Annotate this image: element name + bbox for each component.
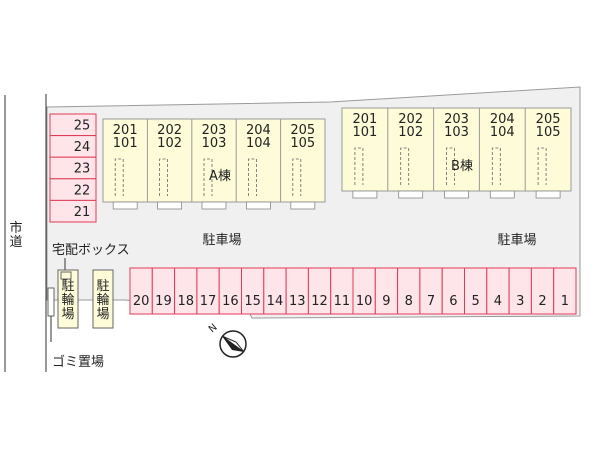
parking-space-number: 12: [311, 294, 328, 309]
unit-number-upper: 205: [536, 112, 561, 127]
north-arrow-icon: N: [207, 322, 247, 358]
stair-outline: [537, 147, 547, 185]
parking-space-number: 2: [538, 294, 546, 309]
unit-number-lower: 103: [444, 125, 469, 140]
parking-space: [553, 267, 577, 315]
entrance-step: [112, 201, 138, 210]
parking-space-number: 19: [155, 294, 172, 309]
garbage-label: ゴミ置場: [52, 354, 104, 370]
unit-number-lower: 105: [290, 136, 315, 151]
building-name: A棟: [209, 169, 231, 184]
unit-number-lower: 105: [536, 125, 561, 140]
entrance-step: [444, 190, 469, 199]
entrance-step: [290, 201, 316, 210]
stair-outline: [400, 147, 410, 185]
stair-outline: [114, 158, 124, 196]
stair-outline: [203, 158, 213, 196]
parking-label-right: 駐車場: [497, 233, 536, 248]
parking-space-number: 16: [222, 294, 239, 309]
svg-text:N: N: [207, 322, 220, 335]
entrance-step: [352, 190, 378, 199]
delivery-box-mark: [60, 271, 72, 280]
parking-space-number: 9: [382, 294, 390, 309]
unit-number-upper: 204: [246, 123, 271, 138]
entrance-step: [535, 190, 561, 199]
unit-number-upper: 203: [444, 112, 469, 127]
parking-space-number: 20: [133, 294, 150, 309]
bike-parking-right: [92, 269, 114, 329]
garbage-area: [47, 287, 55, 317]
building-outline: [102, 118, 326, 203]
parking-space-number: 14: [267, 294, 284, 309]
parking-space-number: 3: [516, 294, 524, 309]
parking-space-number: 18: [177, 294, 194, 309]
unit-number-upper: 202: [157, 123, 182, 138]
parking-space-number: 15: [244, 294, 261, 309]
entrance-step: [398, 190, 424, 199]
parking-space: [49, 199, 97, 223]
road-label: 市道: [9, 220, 22, 250]
unit-number-upper: 204: [490, 112, 515, 127]
bike-parking-right-label: 駐輪場: [96, 279, 109, 322]
unit-number-lower: 104: [246, 136, 271, 151]
parking-space-number: 13: [289, 294, 306, 309]
parking-space-number: 24: [74, 140, 91, 155]
unit-number-lower: 102: [157, 136, 182, 151]
parking-space-number: 8: [405, 294, 413, 309]
unit-number-lower: 101: [113, 136, 138, 151]
unit-number-lower: 104: [490, 125, 515, 140]
bike-parking-left-label: 駐輪場: [61, 279, 74, 322]
unit-number-upper: 201: [113, 123, 138, 138]
parking-space-number: 25: [74, 119, 91, 134]
entrance-step: [157, 201, 183, 210]
unit-number-upper: 203: [202, 123, 227, 138]
stair-outline: [491, 147, 501, 185]
parking-space-number: 1: [561, 294, 569, 309]
unit-number-lower: 103: [202, 136, 227, 151]
parking-space-number: 7: [427, 294, 435, 309]
entrance-step: [201, 201, 227, 210]
parking-space-number: 21: [74, 205, 91, 220]
delivery-box-label: 宅配ボックス: [52, 243, 130, 258]
stair-outline: [159, 158, 168, 196]
entrance-step: [245, 201, 271, 210]
parking-space-number: 4: [494, 294, 502, 309]
stair-outline: [354, 147, 364, 185]
parking-space-number: 6: [449, 294, 457, 309]
stair-outline: [292, 158, 302, 196]
parking-label-left: 駐車場: [202, 233, 241, 248]
unit-number-lower: 101: [352, 125, 377, 140]
parking-space-number: 17: [200, 294, 217, 309]
entrance-step: [489, 190, 515, 199]
parking-space-number: 11: [334, 294, 351, 309]
building-outline: [341, 107, 572, 192]
parking-space-number: 10: [356, 294, 373, 309]
unit-number-upper: 205: [290, 123, 315, 138]
unit-number-upper: 202: [398, 112, 423, 127]
left-parking-spaces: 25 24 23 22 21: [49, 113, 97, 223]
parking-space-number: 22: [74, 183, 91, 198]
stair-outline: [446, 147, 455, 185]
unit-number-lower: 102: [398, 125, 423, 140]
building-name: B棟: [451, 159, 473, 174]
parking-space-number: 5: [472, 294, 480, 309]
bike-parking-left: [57, 269, 79, 329]
unit-number-upper: 201: [352, 112, 377, 127]
parking-space-number: 23: [74, 162, 91, 177]
stair-outline: [248, 158, 257, 196]
